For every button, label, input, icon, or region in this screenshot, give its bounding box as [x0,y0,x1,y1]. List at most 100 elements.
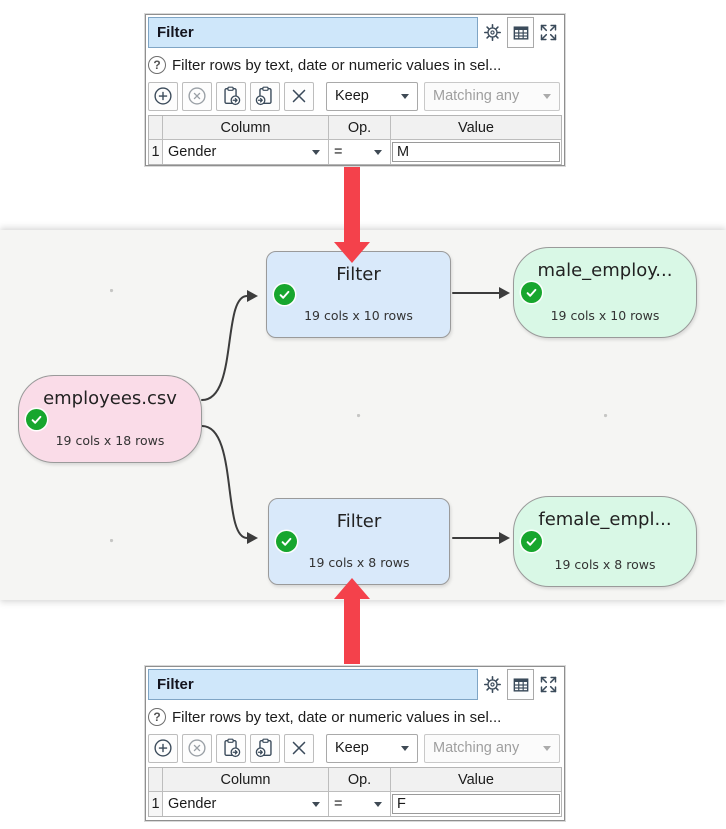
value-input[interactable] [392,142,560,162]
panel-help-text: Filter rows by text, date or numeric val… [172,56,502,74]
table-icon [513,25,528,40]
node-size-label: 19 cols x 18 rows [55,433,165,448]
arrowhead [247,290,258,302]
clear-rules-button[interactable] [284,733,314,763]
edge-employees-to-filter-top [201,295,248,401]
filter-rules-table: Column Op. Value 1 Gender = [148,767,562,817]
help-circle-icon[interactable]: ? [148,56,166,74]
panel-toolbar: Keep Matching any [148,81,562,111]
node-size-label: 19 cols x 10 rows [304,308,413,323]
node-filter-male[interactable]: Filter 19 cols x 10 rows [266,251,451,338]
header-column: Column [163,116,329,140]
chevron-down-icon [543,93,551,99]
row-number: 1 [149,792,163,816]
filter-rules-table: Column Op. Value 1 Gender = [148,115,562,165]
node-male-output[interactable]: male_employ... 19 cols x 10 rows [513,247,697,338]
op-select-value: = [334,796,343,812]
op-select-value: = [334,144,343,160]
table-row: 1 Gender = [149,792,561,816]
copy-rules-icon [224,738,241,758]
arrowhead [499,532,510,544]
check-icon [276,531,297,552]
node-title: Filter [336,264,381,285]
node-title: female_empl... [538,509,672,530]
filter-panel-bottom: Filter [145,666,565,821]
header-column: Column [163,768,329,792]
column-select[interactable]: Gender [163,140,329,164]
table-header-row: Column Op. Value [149,116,561,140]
node-title: Filter [336,511,382,532]
help-circle-icon[interactable]: ? [148,708,166,726]
chevron-down-icon [312,801,320,807]
matching-mode-select: Matching any [424,733,560,763]
callout-arrow-bottom [344,598,360,664]
copy-rules-icon [224,86,241,106]
show-table-button[interactable] [507,17,534,48]
keep-remove-select[interactable]: Keep [326,733,418,763]
chevron-down-icon [401,745,409,751]
copy-rules-button[interactable] [216,733,246,763]
node-title: employees.csv [43,388,177,409]
clear-rules-button[interactable] [284,81,314,111]
maximize-button[interactable] [535,669,562,700]
panel-title: Filter [148,17,478,48]
show-table-button[interactable] [507,669,534,700]
column-select[interactable]: Gender [163,792,329,816]
header-op: Op. [329,116,391,140]
column-select-value: Gender [168,796,217,812]
add-circle-icon [154,87,172,105]
panel-help-row: ? Filter rows by text, date or numeric v… [148,704,562,730]
connector-edges [201,287,510,544]
copy-rules-button[interactable] [216,81,246,111]
op-select[interactable]: = [329,792,391,816]
expand-icon [540,24,557,41]
settings-button[interactable] [479,669,506,700]
matching-mode-select: Matching any [424,81,560,111]
add-rule-button[interactable] [148,81,178,111]
row-number: 1 [149,140,163,164]
value-cell [391,792,561,816]
chevron-down-icon [312,149,320,155]
dataflow-canvas[interactable]: employees.csv 19 cols x 18 rows Filter 1… [0,230,726,600]
node-title: male_employ... [537,260,673,281]
header-op: Op. [329,768,391,792]
chevron-down-icon [374,149,382,155]
remove-rule-button[interactable] [182,733,212,763]
node-female-output[interactable]: female_empl... 19 cols x 8 rows [513,496,697,587]
header-value: Value [391,116,561,140]
check-icon [521,531,542,552]
header-value: Value [391,768,561,792]
matching-mode-value: Matching any [433,88,520,104]
gear-icon [484,676,501,693]
panel-titlebar[interactable]: Filter [148,17,562,48]
table-header-row: Column Op. Value [149,768,561,792]
maximize-button[interactable] [535,17,562,48]
table-icon [513,677,528,692]
node-employees-csv[interactable]: employees.csv 19 cols x 18 rows [18,375,202,463]
value-cell [391,140,561,164]
panel-titlebar[interactable]: Filter [148,669,562,700]
panel-help-row: ? Filter rows by text, date or numeric v… [148,52,562,78]
keep-remove-value: Keep [335,88,369,104]
settings-button[interactable] [479,17,506,48]
keep-remove-value: Keep [335,740,369,756]
paste-rules-icon [255,86,272,106]
remove-rule-button[interactable] [182,81,212,111]
add-rule-button[interactable] [148,733,178,763]
paste-rules-button[interactable] [250,733,280,763]
op-select[interactable]: = [329,140,391,164]
paste-rules-button[interactable] [250,81,280,111]
header-num [149,768,163,792]
clear-icon [292,741,306,755]
callout-arrow-top [344,166,360,243]
matching-mode-value: Matching any [433,740,520,756]
column-select-value: Gender [168,144,217,160]
keep-remove-select[interactable]: Keep [326,81,418,111]
callout-arrowhead-down [334,242,370,263]
node-filter-female[interactable]: Filter 19 cols x 8 rows [268,498,450,585]
check-icon [274,284,295,305]
value-input[interactable] [392,794,560,814]
callout-arrowhead-up [334,578,370,599]
node-size-label: 19 cols x 8 rows [308,555,410,570]
